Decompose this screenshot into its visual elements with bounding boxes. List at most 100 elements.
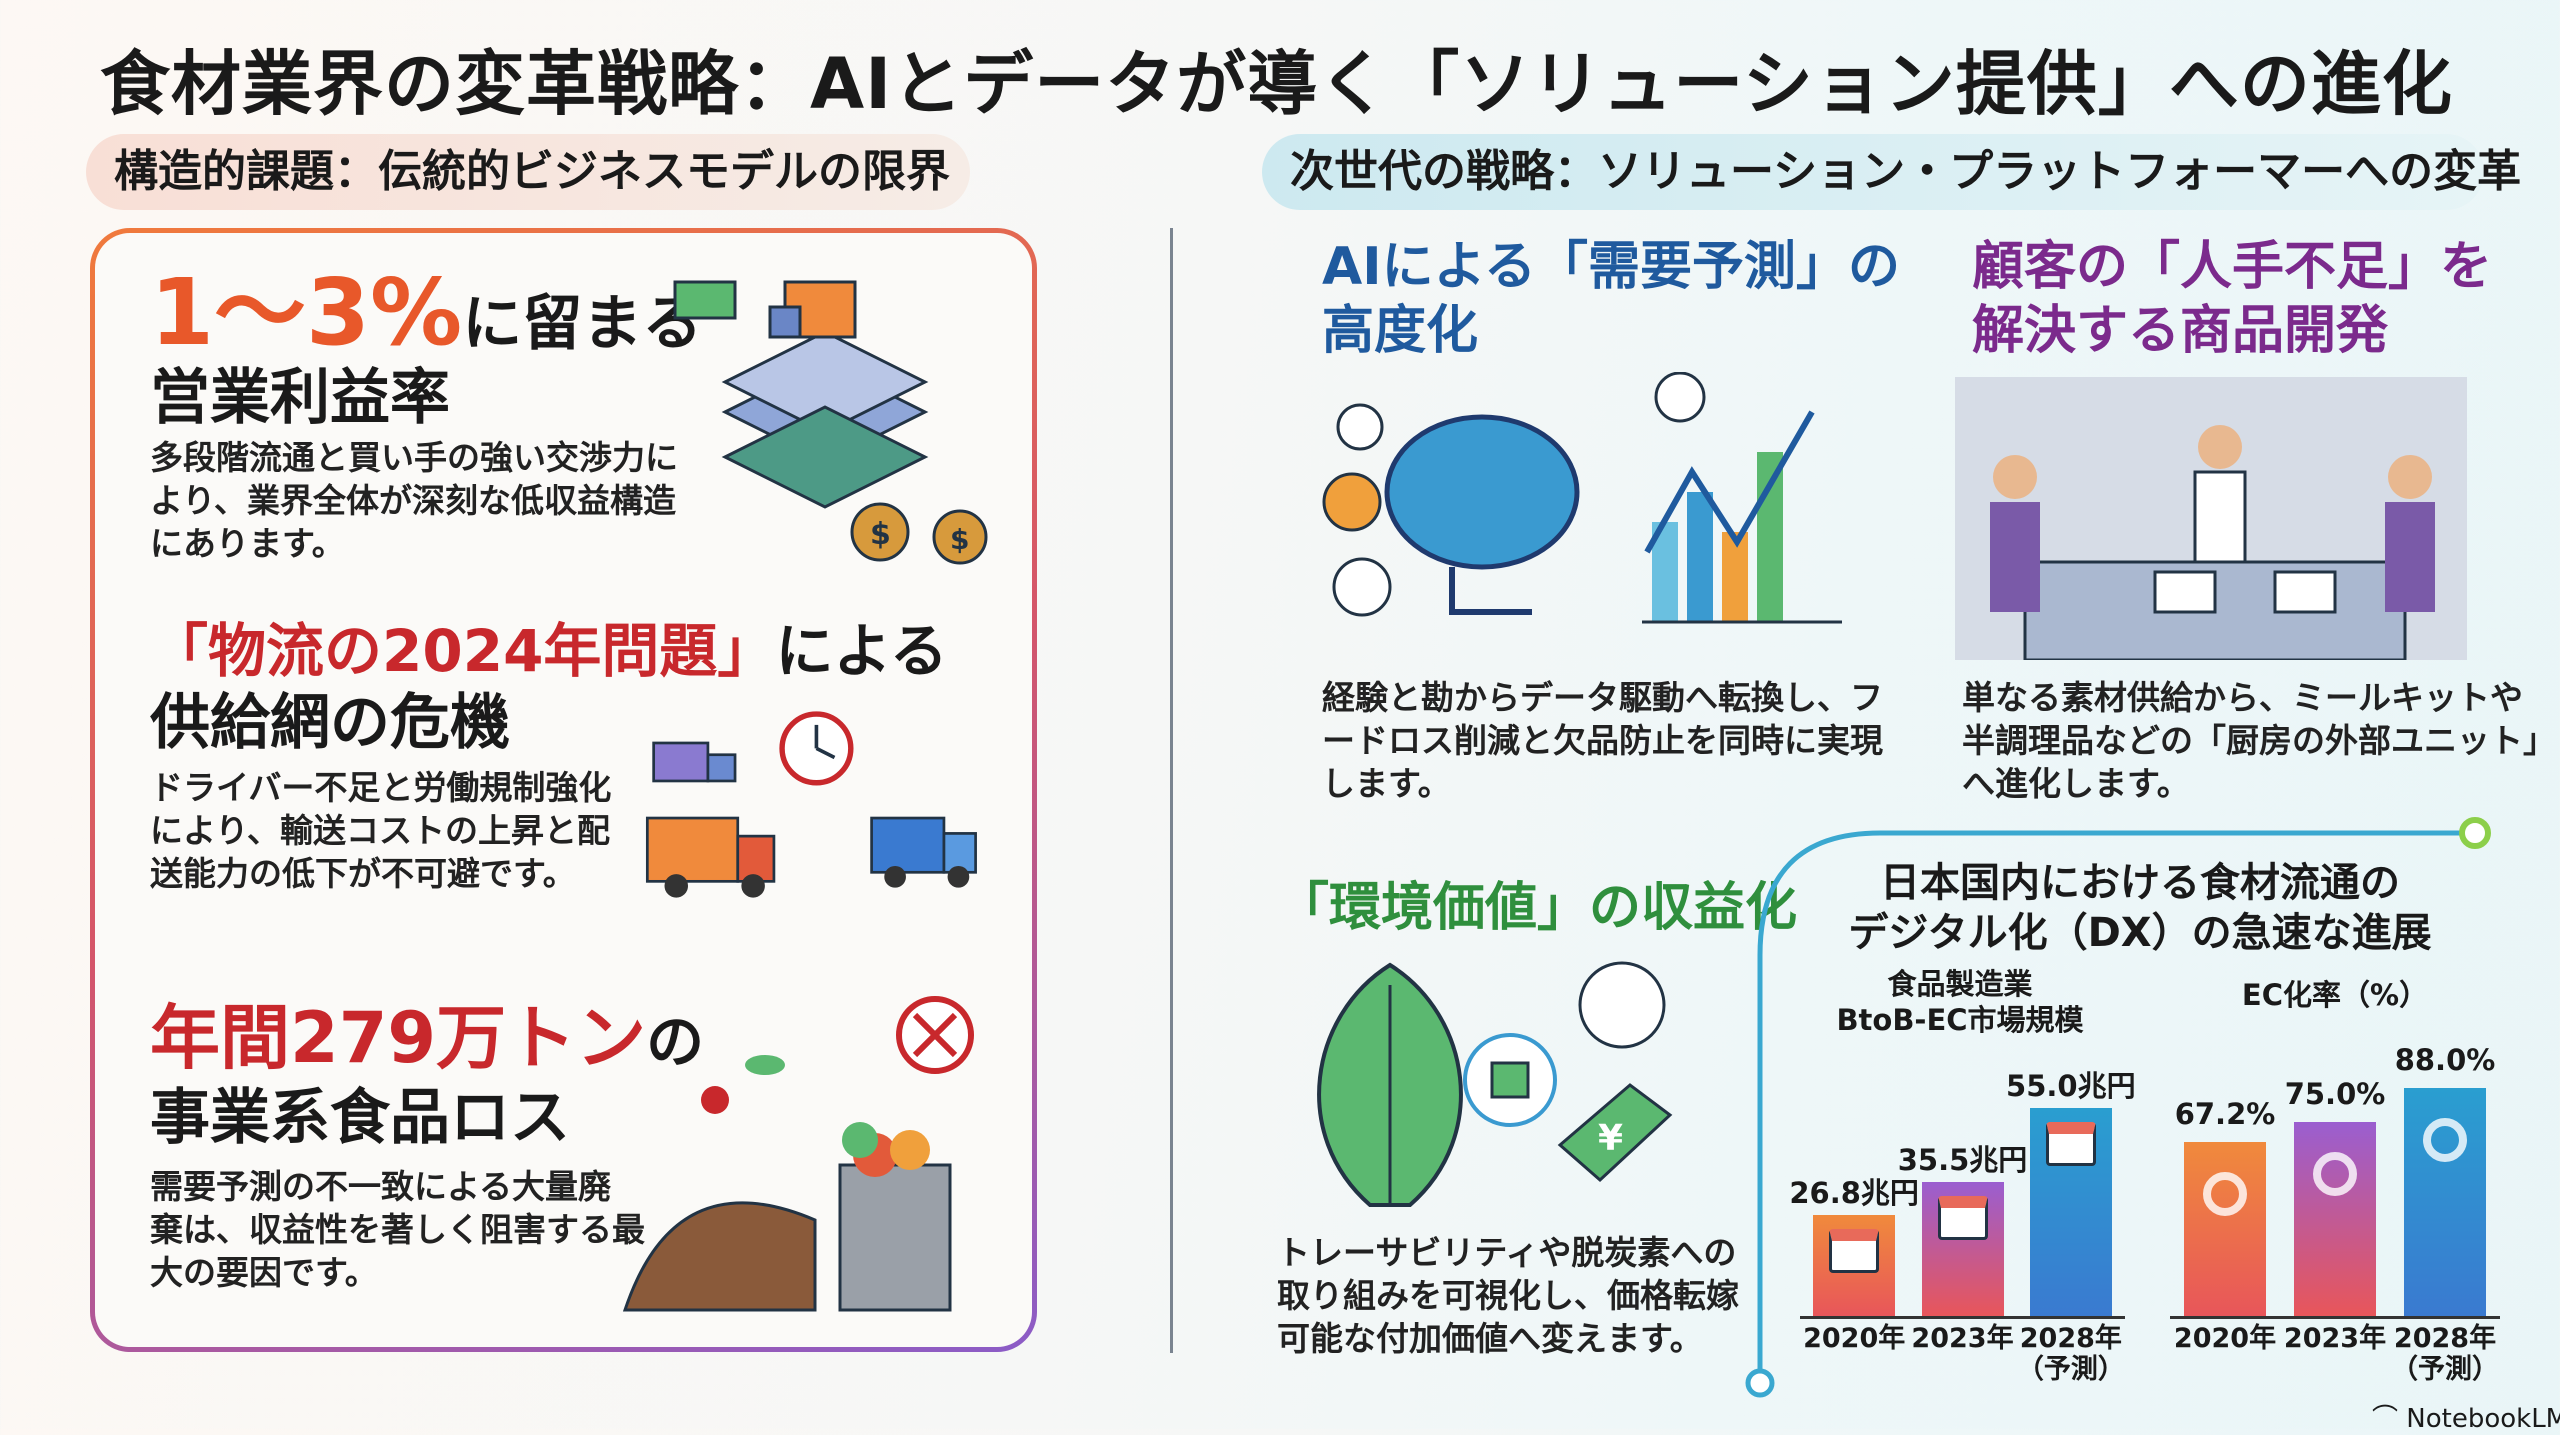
body-line: 送能力の低下が不可避です。 bbox=[150, 854, 576, 893]
heading-line: 顧客の「人手不足」を bbox=[1972, 237, 2493, 297]
profit-heading-rest: に留まる bbox=[462, 289, 703, 359]
food-loss-heading: 年間279万トンの bbox=[150, 1000, 704, 1077]
profit-highlight: 1〜3% bbox=[150, 259, 463, 366]
x-tick-label: 2020年 bbox=[1803, 1323, 1905, 1354]
right-section-header: 次世代の戦略：ソリューション・プラットフォーマーへの変革 bbox=[1262, 134, 2521, 210]
x-tick-label: 2023年 bbox=[1911, 1323, 2013, 1354]
leaf-traceability-icon: ¥ bbox=[1317, 961, 1673, 1207]
subtitle-line: BtoB-EC市場規模 bbox=[1836, 1003, 2084, 1037]
body-line: トレーサビリティや脱炭素への bbox=[1277, 1233, 1737, 1272]
x-tick-label: 2028年（予測） bbox=[2391, 1323, 2499, 1385]
data-label: 55.0兆円 bbox=[2006, 1069, 2136, 1103]
subtitle-line: 食品製造業 bbox=[1887, 967, 2033, 1001]
heading-line: 高度化 bbox=[1322, 301, 1479, 361]
market-size-chart: 26.8兆円 2020年 35.5兆円 2023年 55.0兆円 2028年（予測） bbox=[1789, 1050, 2135, 1385]
year-label: 2020年 bbox=[2173, 1323, 2277, 1354]
chart-bar bbox=[2029, 1108, 2112, 1316]
profit-heading-line2: 営業利益率 bbox=[150, 363, 450, 433]
svg-text:$: $ bbox=[950, 523, 969, 556]
storefront-icon bbox=[1829, 1228, 1880, 1273]
forecast-note: （予測） bbox=[2391, 1354, 2499, 1385]
data-label: 35.5兆円 bbox=[1897, 1142, 2028, 1177]
ai-forecast-body: 経験と勘からデータ駆動へ転換し、フ ードロス削減と欠品防止を同時に実現 します。 bbox=[1322, 676, 1883, 805]
chart-bar bbox=[2184, 1141, 2266, 1316]
year-label: 2028年 bbox=[2393, 1323, 2497, 1354]
kitchen-chefs-icon bbox=[1955, 377, 2467, 660]
body-line: 大の要因です。 bbox=[150, 1253, 378, 1292]
body-line: 半調理品などの「厨房の外部ユニット」 bbox=[1962, 721, 2556, 760]
ai-brain-chart-icon bbox=[1322, 372, 1842, 624]
logistics-body: ドライバー不足と労働規制強化 により、輸送コストの上昇と配 送能力の低下が不可避… bbox=[150, 766, 611, 895]
svg-text:$: $ bbox=[870, 517, 891, 552]
logistics-heading-rest: による bbox=[775, 617, 948, 685]
x-tick-label: 2028年（予測） bbox=[2017, 1323, 2125, 1385]
body-line: へ進化します。 bbox=[1962, 764, 2190, 803]
body-line: にあります。 bbox=[150, 524, 345, 563]
x-tick-label: 2020年 bbox=[2174, 1323, 2276, 1354]
body-line: 棄は、収益性を著しく阻害する最 bbox=[150, 1210, 645, 1249]
yen-icon: ¥ bbox=[1598, 1118, 1623, 1159]
data-label: 75.0% bbox=[2284, 1076, 2386, 1111]
body-line: 経験と勘からデータ駆動へ転換し、フ bbox=[1322, 678, 1883, 717]
data-label: 67.2% bbox=[2174, 1096, 2276, 1131]
forecast-note: （予測） bbox=[2016, 1354, 2125, 1385]
storefront-icon bbox=[1937, 1195, 1988, 1240]
year-label: 2023年 bbox=[2283, 1323, 2387, 1354]
body-line: ードロス削減と欠品防止を同時に実現 bbox=[1322, 721, 1883, 760]
chart-subtitle-ec-rate: EC化率（%） bbox=[2241, 978, 2429, 1012]
food-loss-heading-rest: の bbox=[646, 1008, 705, 1076]
logistics-heading: 「物流の2024年問題」による bbox=[150, 617, 948, 685]
watermark-text: NotebookLM bbox=[2406, 1404, 2560, 1434]
chart-frame-line bbox=[1745, 817, 2491, 1398]
ec-rate-chart: 67.2% 2020年 75.0% 2023年 88.0% 2028年（予測） bbox=[2170, 1030, 2500, 1385]
body-line: 可能な付加価値へ変えます。 bbox=[1277, 1319, 1703, 1358]
chart-bar bbox=[2404, 1088, 2486, 1316]
data-label: 26.8兆円 bbox=[1789, 1175, 1919, 1210]
logistics-heading-line2: 供給網の危機 bbox=[150, 688, 510, 758]
page-title: 食材業界の変革戦略：AIとデータが導く「ソリューション提供」への進化 bbox=[100, 43, 2453, 125]
product-dev-body: 単なる素材供給から、ミールキットや 半調理品などの「厨房の外部ユニット」 へ進化… bbox=[1962, 676, 2556, 805]
year-label: 2023年 bbox=[1911, 1323, 2014, 1354]
product-dev-heading: 顧客の「人手不足」を 解決する商品開発 bbox=[1972, 235, 2492, 363]
chart-title-line: デジタル化（DX）の急速な進展 bbox=[1848, 910, 2432, 956]
chart-title-line: 日本国内における食材流通の bbox=[1880, 860, 2400, 906]
body-line: より、業界全体が深刻な低収益構造 bbox=[150, 481, 677, 520]
environmental-value-heading: 「環境価値」の収益化 bbox=[1277, 878, 1798, 938]
body-line: します。 bbox=[1322, 764, 1451, 803]
body-line: ドライバー不足と労働規制強化 bbox=[150, 768, 612, 807]
chart-bar bbox=[1813, 1214, 1896, 1316]
heading-line: 解決する商品開発 bbox=[1972, 301, 2389, 361]
food-loss-heading-line2: 事業系食品ロス bbox=[150, 1083, 570, 1153]
chart-bar bbox=[2294, 1121, 2376, 1316]
divider bbox=[1170, 228, 1173, 1353]
body-line: 需要予測の不一致による大量廃 bbox=[150, 1167, 612, 1206]
food-loss-highlight: 年間279万トン bbox=[150, 997, 647, 1079]
logistics-highlight: 「物流の2024年問題」 bbox=[150, 617, 776, 685]
notebooklm-logo-icon: ⌒ bbox=[2372, 1404, 2407, 1434]
left-section-header: 構造的課題：伝統的ビジネスモデルの限界 bbox=[86, 134, 970, 210]
data-label: 88.0% bbox=[2394, 1043, 2496, 1077]
year-label: 2028年 bbox=[2019, 1323, 2122, 1354]
profit-heading: 1〜3%に留まる bbox=[150, 262, 702, 363]
chart-subtitle-market: 食品製造業 BtoB-EC市場規模 bbox=[1810, 966, 2110, 1038]
food-loss-body: 需要予測の不一致による大量廃 棄は、収益性を著しく阻害する最 大の要因です。 bbox=[150, 1165, 645, 1294]
body-line: により、輸送コストの上昇と配 bbox=[150, 811, 611, 850]
supply-chain-stack-icon: $ $ bbox=[673, 280, 988, 565]
food-waste-icon bbox=[622, 996, 974, 1312]
profit-body: 多段階流通と買い手の強い交渉力に より、業界全体が深刻な低収益構造 にあります。 bbox=[150, 436, 678, 565]
environmental-value-body: トレーサビリティや脱炭素への 取り組みを可視化し、価格転嫁 可能な付加価値へ変え… bbox=[1277, 1231, 1739, 1360]
notebooklm-watermark: ⌒ NotebookLM bbox=[2372, 1398, 2560, 1435]
donut-icon bbox=[2423, 1118, 2467, 1162]
chart-title: 日本国内における食材流通の デジタル化（DX）の急速な進展 bbox=[1840, 858, 2440, 958]
delivery-trucks-icon bbox=[645, 711, 977, 898]
body-line: 取り組みを可視化し、価格転嫁 bbox=[1277, 1276, 1739, 1315]
x-tick-label: 2023年 bbox=[2284, 1323, 2386, 1354]
chart-bar bbox=[1921, 1181, 2004, 1316]
donut-icon bbox=[2313, 1151, 2357, 1196]
body-line: 単なる素材供給から、ミールキットや bbox=[1962, 678, 2523, 717]
donut-icon bbox=[2203, 1171, 2247, 1216]
body-line: 多段階流通と買い手の強い交渉力に bbox=[150, 438, 678, 477]
storefront-icon bbox=[2045, 1122, 2096, 1166]
heading-line: AIによる「需要予測」の bbox=[1322, 237, 1901, 297]
year-label: 2020年 bbox=[1803, 1323, 1906, 1354]
